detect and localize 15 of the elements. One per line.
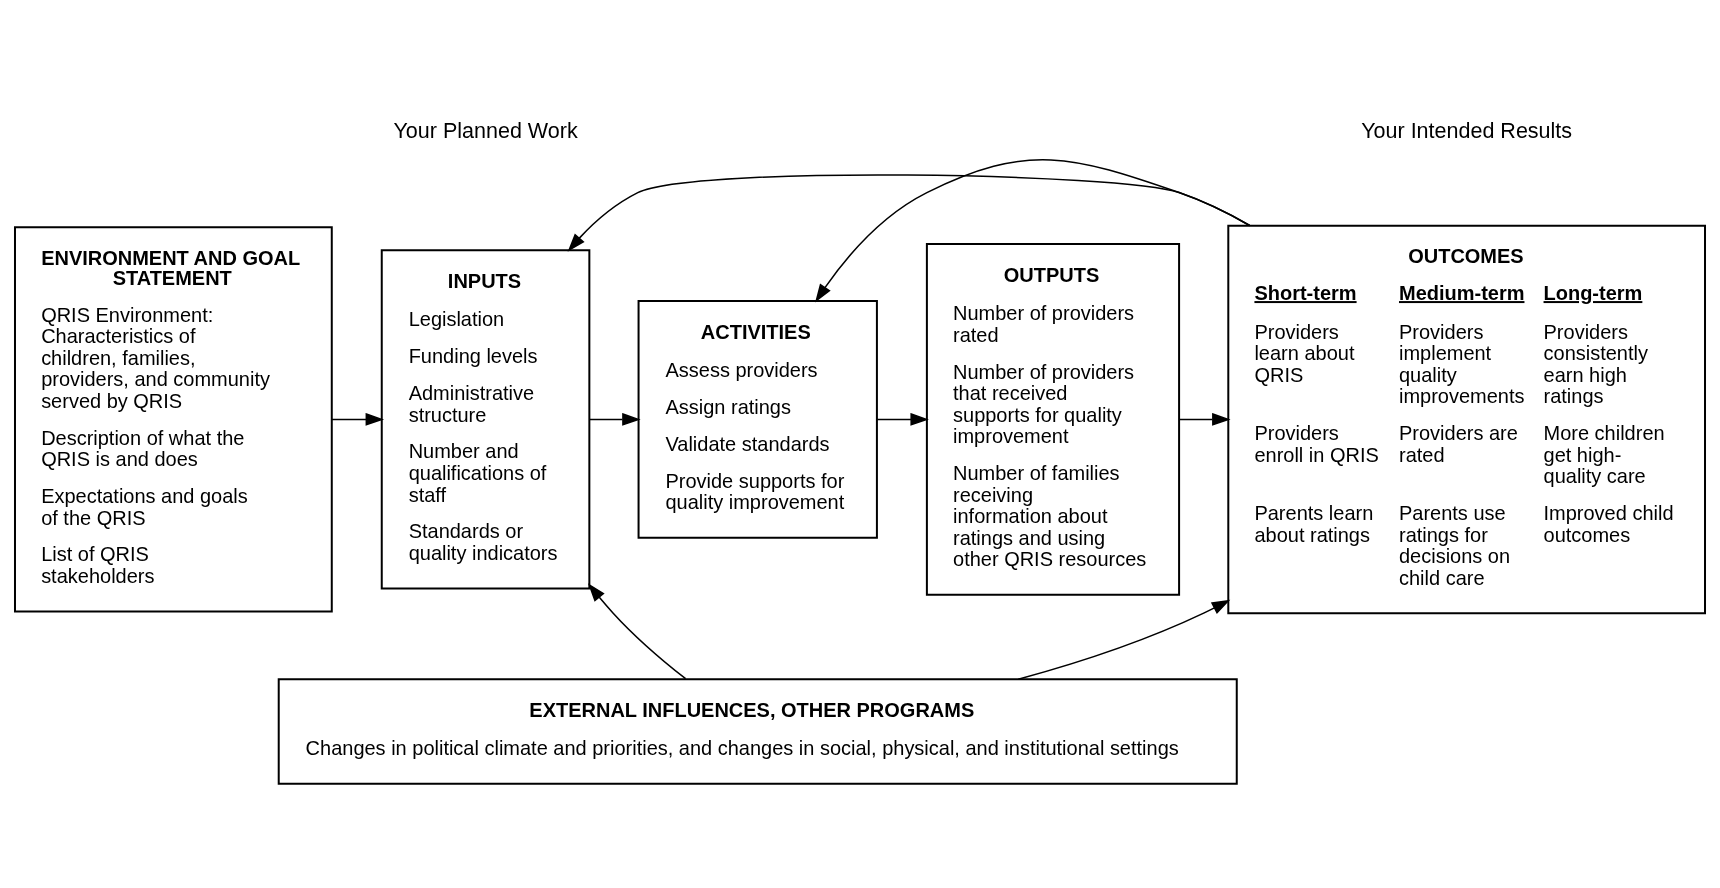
arrow bbox=[1017, 599, 1231, 680]
node-box: ENVIRONMENT AND GOAL STATEMENT QRIS Environment: Characteristics of children, families, providers, and community served by QRIS Description of what the QRIS is and does Expectations and goals of the QRIS List of QRIS stakeholders bbox=[14, 226, 333, 613]
node-box: OUTPUTS Number of providers rated Number of providers that received supports for quality improvement Number of families receiving information about ratings and using other QRIS resources bbox=[925, 243, 1181, 596]
arrow bbox=[815, 159, 1251, 303]
label: Your Planned Work bbox=[393, 118, 578, 143]
node-box: OUTCOMES Short-term Medium-term Long-term Providers learn about QRIS Providers implement quality improvements Providers consistently earn high ratings Providers enroll in QRIS Providers are rated More children get high-quality care Parents learn about ratings Parents use ratings for decisions on child care Improved child outcomes bbox=[1227, 224, 1706, 615]
arrow bbox=[587, 583, 687, 680]
arrow bbox=[876, 412, 929, 426]
node-box: INPUTS Legislation Funding levels Administrative structure Number and qualifications of staff Standards or quality indicators bbox=[380, 249, 591, 590]
node-box: ACTIVITIES Assess providers Assign ratings Validate standards Provide supports for quality improvement bbox=[637, 300, 878, 539]
node-box: EXTERNAL INFLUENCES, OTHER PROGRAMS Changes in political climate and priorities, and changes in social, physical, and institutional settings bbox=[277, 678, 1238, 785]
label: Your Intended Results bbox=[1361, 118, 1573, 143]
arrow bbox=[1178, 412, 1231, 426]
arrow bbox=[589, 412, 641, 426]
arrow bbox=[331, 412, 385, 426]
